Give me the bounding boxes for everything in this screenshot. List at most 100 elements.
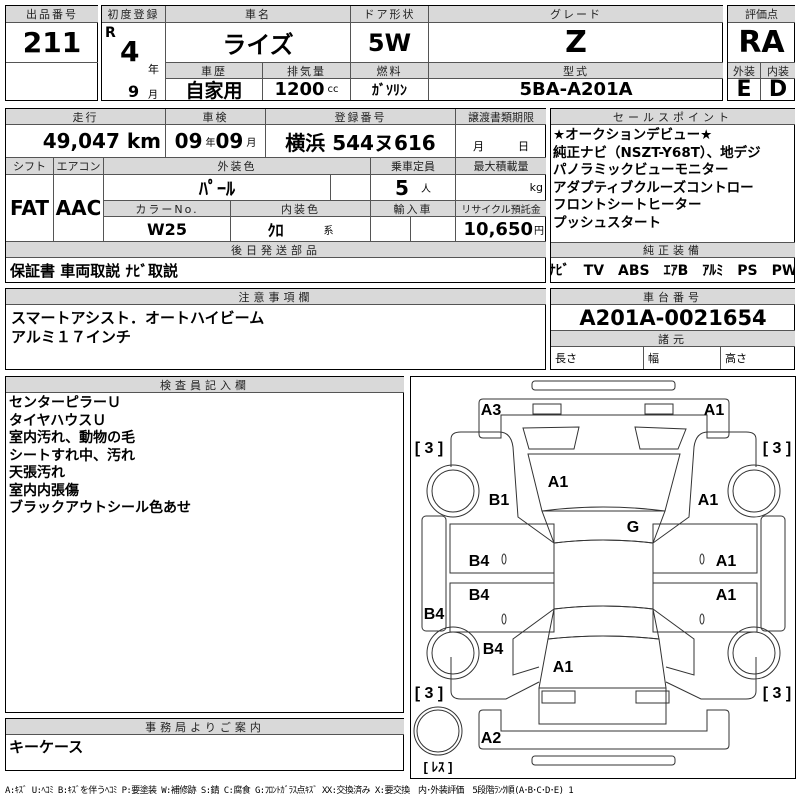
tire-tread: [ 3 ]: [763, 440, 791, 457]
damage-mark: B4: [424, 606, 445, 623]
inspector-notes: センターピラーＵ タイヤハウスＵ 室内汚れ、動物の毛 シートすれ中、汚れ 天張汚…: [9, 395, 191, 516]
tire-tread: [ 3 ]: [415, 440, 443, 457]
door-handles: [501, 553, 705, 625]
ext-color: ﾊﾟｰﾙ: [104, 175, 331, 201]
front-bar: [531, 380, 676, 391]
chassis-number: A201A-0021654: [551, 305, 795, 331]
max-load-label: 最大積載量: [456, 158, 546, 175]
displacement-label: 排気量: [263, 63, 351, 79]
rear-quarters: [450, 608, 757, 700]
seats-label: 乗車定員: [371, 158, 456, 175]
chassis-label: 車台番号: [551, 289, 795, 305]
car-diagram-svg: A3 A1 A1 B1 A1 G B4 A1 B4 A1 B4 B4 A1 A2…: [413, 380, 791, 774]
tail-light-right: [635, 690, 670, 704]
front-fenders: [450, 431, 757, 544]
equipment-label: 純正装備: [551, 242, 795, 258]
damage-mark: A1: [716, 587, 737, 604]
shift-label: シフト: [6, 158, 54, 175]
score-box: 評価点 RA 外装 内装 E D: [727, 5, 795, 101]
damage-mark: A2: [481, 730, 502, 747]
score-label: 評価点: [728, 6, 795, 23]
later-parts-label: 後日発送部品: [6, 242, 546, 258]
inspector-box: 検査員記入欄 センターピラーＵ タイヤハウスＵ 室内汚れ、動物の毛 シートすれ中…: [5, 376, 404, 713]
notes-label: 注意事項欄: [6, 289, 546, 305]
chassis-box: 車台番号 A201A-0021654 諸元 長さ 幅 高さ: [550, 288, 795, 370]
transfer-deadline: 月日: [456, 125, 546, 158]
seats-value: 5: [395, 175, 409, 200]
side-skirt-left: [421, 515, 447, 632]
hood-cowl: [541, 506, 666, 544]
history: 自家用: [166, 79, 263, 100]
lot-number: 211: [6, 23, 98, 63]
inspection-month-unit: 月: [246, 137, 257, 149]
transfer-month: 月: [473, 140, 484, 153]
int-color-value: ｸﾛ: [267, 221, 284, 240]
recycle-label: リサイクル預託金: [456, 201, 546, 217]
damage-mark: B4: [483, 641, 504, 658]
tailgate: [538, 687, 667, 725]
int-color-unit: 系: [323, 225, 334, 237]
damage-mark: A1: [548, 474, 569, 491]
width: 幅: [644, 347, 721, 369]
int-color-label: 内装色: [231, 201, 371, 217]
rear-window: [538, 635, 667, 689]
air-conditioner: AAC: [54, 175, 104, 242]
color-no-label: カラーNo.: [104, 201, 231, 217]
overall-score: RA: [728, 23, 795, 63]
inspector-label: 検査員記入欄: [6, 377, 404, 393]
shift: FAT: [6, 175, 54, 242]
damage-mark: B4: [469, 553, 490, 570]
damage-mark: A1: [716, 553, 737, 570]
mileage-unit: km: [126, 129, 161, 153]
model-code: 5BA-A201A: [519, 79, 633, 100]
tail-light-left: [541, 690, 576, 704]
lot-label: 出品番号: [6, 6, 98, 23]
plate-number: 横浜 544ヌ616: [266, 125, 456, 158]
mileage-label: 走行: [6, 109, 166, 125]
sales-points-box: セールスポイント ★オークションデビュー★ 純正ナビ（NSZT-Y68T）、地デ…: [550, 108, 795, 283]
inspection-month: 09: [215, 129, 244, 153]
recycle-value: 10,650: [463, 218, 533, 240]
roof: [553, 539, 654, 610]
recycle-unit: 円: [534, 225, 544, 237]
fuel-label: 燃料: [351, 63, 429, 79]
reg-month: 9: [128, 82, 140, 100]
damage-mark: A1: [704, 402, 725, 419]
equipment: ﾅﾋﾞ TV ABS ｴｱB ｱﾙﾐ PS PW: [551, 263, 795, 279]
ext-label: 外装: [728, 63, 761, 79]
vehicle-info-box: 初度登録 車名 ドア形状 グレード R 4 年 9 月 ライズ 5W Z 車歴 …: [101, 5, 723, 101]
damage-mark: G: [627, 519, 639, 536]
mileage-value: 49,047: [42, 129, 120, 153]
ac-label: エアコン: [54, 158, 104, 175]
damage-mark: B4: [469, 587, 490, 604]
grade: Z: [429, 23, 723, 63]
lot-box: 出品番号 211: [5, 5, 98, 101]
specs-label: 諸元: [551, 331, 795, 347]
fog-light-right: [644, 403, 674, 415]
history-label: 車歴: [166, 63, 263, 79]
ext-color-extra: [331, 175, 371, 201]
inspection-year: 09: [174, 129, 203, 153]
fuel: ｶﾞｿﾘﾝ: [351, 79, 429, 100]
first-reg-label: 初度登録: [102, 6, 166, 23]
office-text: キーケース: [9, 738, 84, 756]
rear-roof: [547, 605, 660, 640]
max-load-unit: kg: [456, 175, 546, 201]
rear-door-left: [449, 582, 555, 633]
rear-door-right: [652, 582, 758, 633]
displacement-unit: cc: [327, 84, 339, 95]
side-skirt-right: [760, 515, 786, 632]
spare-tire: [ ﾚｽ ]: [424, 759, 453, 774]
seats-unit: 人: [420, 184, 431, 195]
import-cell-1: [371, 217, 411, 242]
int-label: 内装: [761, 63, 795, 79]
sales-points-text: ★オークションデビュー★ 純正ナビ（NSZT-Y68T）、地デジ パノラミックビ…: [553, 127, 761, 231]
displacement-value: 1200: [274, 79, 325, 100]
era: R: [105, 25, 116, 41]
reg-year: 4: [120, 35, 140, 68]
car-name-label: 車名: [166, 6, 351, 23]
length: 長さ: [551, 347, 644, 369]
